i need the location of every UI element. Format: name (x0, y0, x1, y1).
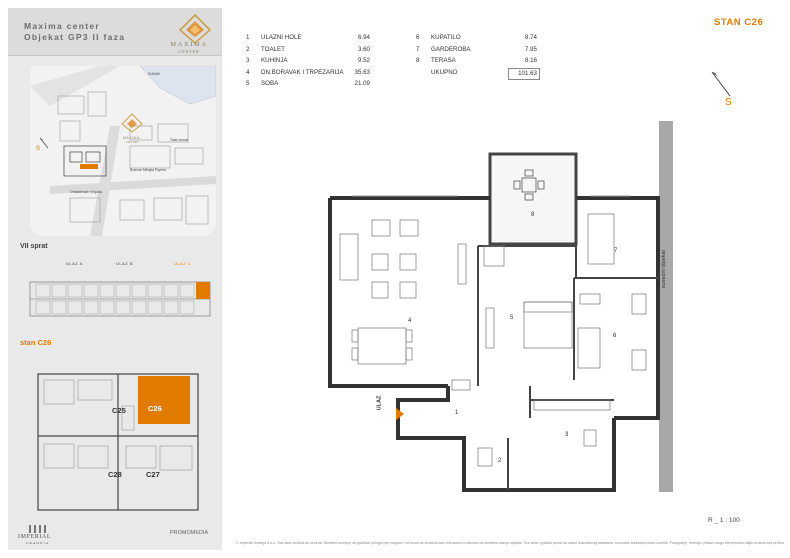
apartment-floor-plan (328, 152, 660, 492)
neighbor-building (659, 121, 673, 492)
room-row: 7 GARDEROBA 7.95 (416, 45, 556, 55)
room-number-6: 6 (613, 333, 617, 339)
logo-text: MAXIMA (170, 41, 208, 48)
map-compass-letter: S (36, 146, 41, 152)
room-number-5: 5 (510, 315, 514, 321)
room-number: 2 (246, 45, 250, 53)
room-number: 5 (246, 80, 250, 87)
map-compass-icon (39, 137, 49, 149)
entrance-a-label: ULAZ A (66, 261, 83, 266)
maxima-logo-icon (178, 13, 212, 45)
room-number-3: 3 (565, 432, 569, 438)
entrance-arrow-icon (396, 408, 404, 420)
entrance-b-label: ULAZ B (116, 261, 134, 266)
room-number: 8 (416, 57, 420, 64)
room-name: SOBA (261, 80, 279, 87)
room-number-4: 4 (408, 318, 412, 324)
unit-tag-c28: C28 (108, 470, 122, 479)
project-phase: Objekat GP3 II faza (24, 32, 126, 42)
map-label-area: Tosin bunar (170, 138, 189, 142)
site-map: DUNAV Bulevar Mihajla Pupina Omladinskih… (30, 66, 216, 236)
unit-title: STAN C26 (714, 17, 764, 28)
map-label-boulevard: Bulevar Mihajla Pupina (130, 168, 166, 172)
room-area: 8.74 (524, 34, 537, 41)
room-number-2: 2 (498, 458, 502, 464)
map-label-river: DUNAV (148, 72, 160, 76)
room-row: 6 KUPATILO 8.74 (416, 33, 556, 43)
compass-letter: S (725, 97, 732, 108)
terrace-table-icon (513, 169, 545, 201)
room-number-7: 7 (614, 248, 618, 254)
room-area: 8.16 (524, 57, 537, 64)
imperial-logo: IMPERIAL GRADNJA (18, 524, 51, 546)
room-row: 5 SOBA 21.09 (246, 79, 386, 89)
total-row: UKUPNO 101.63 (416, 67, 556, 80)
room-name: TOALET (261, 45, 285, 53)
imperial-subtext: GRADNJA (26, 541, 50, 545)
room-number: 1 (246, 34, 250, 41)
promomedia-logo: PROMOMEDIA (170, 530, 209, 536)
room-name: KUPATILO (431, 34, 461, 41)
total-label: UKUPNO (431, 68, 458, 76)
map-label-street: Omladinskih brigada (70, 190, 102, 194)
room-name: GARDEROBA (431, 45, 471, 53)
map-compass: S (36, 136, 52, 156)
room-name: TERASA (431, 57, 456, 64)
unit-tag-c25: C25 (112, 406, 126, 415)
project-name: Maxima center (24, 21, 100, 31)
logo-subtext: CENTER (178, 49, 200, 54)
room-area: 6.94 (357, 34, 370, 41)
room-row: 1 ULAZNI HOLE 6.94 (246, 33, 386, 43)
floor-key-plan (26, 272, 222, 340)
entrance-label: ULAZ (376, 395, 383, 411)
site-map-drawing (30, 66, 216, 236)
legal-disclaimer: © Imperial Gradnja d.o.o. Sva data velič… (236, 541, 784, 545)
room-number-1: 1 (455, 410, 459, 416)
room-row: 8 TERASA 8.16 (416, 56, 556, 66)
floor-key-plan-drawing (29, 281, 211, 317)
map-logo-text: MAXIMA (123, 136, 140, 140)
project-header: Maxima center Objekat GP3 II faza MAXIMA… (8, 8, 222, 56)
project-title: Maxima center Objekat GP3 II faza (24, 21, 125, 43)
room-number-8: 8 (531, 212, 535, 218)
entrance-c-label: ULAZ C (174, 261, 192, 266)
room-area: 7.95 (524, 45, 537, 53)
room-row: 3 KUHINJA 9.52 (246, 56, 386, 66)
logo-wordmark: MAXIMA CENTER (158, 41, 220, 55)
room-number: 7 (416, 45, 420, 53)
room-row: 2 TOALET 3.60 (246, 45, 386, 55)
drawing-scale: R _ 1 : 100 (708, 517, 740, 524)
room-name: DN.BORAVAK I TRPEZARIJA (261, 68, 344, 76)
map-logo-subtext: CENTER (126, 141, 139, 144)
room-row: 4 DN.BORAVAK I TRPEZARIJA 35.63 (246, 68, 386, 78)
north-arrow-icon (711, 71, 731, 97)
imperial-columns-icon (29, 525, 46, 533)
unit-tag-c27: C27 (146, 470, 160, 479)
room-name: KUHINJA (261, 57, 288, 64)
room-area: 3.60 (357, 45, 370, 53)
room-number: 4 (246, 68, 250, 76)
room-area: 9.52 (357, 57, 370, 64)
floor-label: VII sprat (20, 243, 48, 250)
unit-tag-c26: C26 (148, 404, 162, 413)
total-area: 101.63 (508, 67, 540, 80)
room-area: 21.09 (354, 80, 370, 87)
info-panel: Maxima center Objekat GP3 II faza MAXIMA… (8, 8, 222, 550)
room-number: 3 (246, 57, 250, 64)
room-name: ULAZNI HOLE (261, 34, 302, 41)
unit-key-plan: C25 C26 C28 C27 (34, 366, 222, 518)
unit-key-plan-drawing (37, 373, 199, 511)
room-number: 6 (416, 34, 420, 41)
unit-label: stan C26 (20, 338, 52, 347)
imperial-wordmark: IMPERIAL (18, 534, 52, 540)
room-area: 35.63 (354, 68, 370, 76)
